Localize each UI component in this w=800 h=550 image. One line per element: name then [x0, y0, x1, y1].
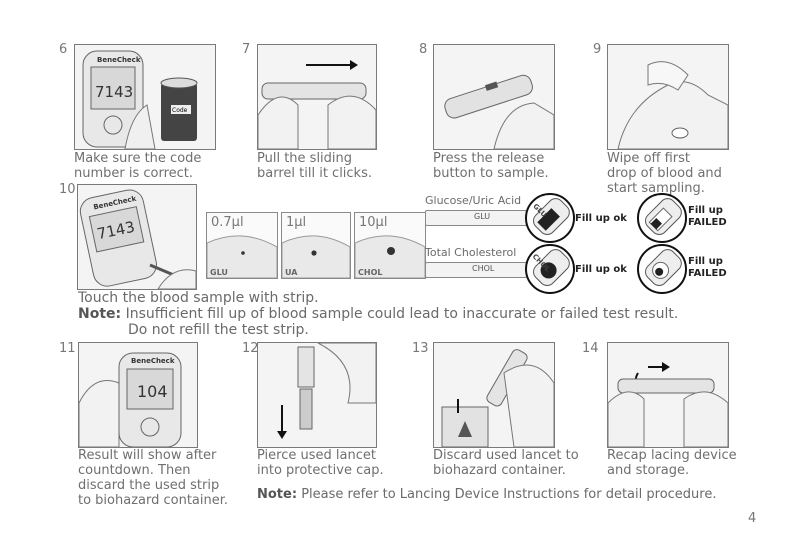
step-11-caption: Result will show after countdown. Then d…: [78, 448, 229, 508]
step-6-number: 6: [59, 42, 68, 57]
glucose-strip-code: GLU: [474, 212, 491, 221]
step-9-caption: Wipe off first drop of blood and start s…: [607, 151, 722, 196]
volume-box-ua: 1µl UA: [281, 212, 351, 279]
page-number: 4: [748, 511, 757, 526]
step-7-illustration: [257, 44, 377, 150]
fill-failed-line2: FAILED: [688, 217, 727, 228]
note-insufficient-fill: Note: Insufficient fill up of blood samp…: [78, 306, 778, 322]
step-12-caption: Pierce used lancet into protective cap.: [257, 448, 384, 478]
magnifier-chol-ok: CHOL: [525, 244, 575, 294]
step-10-number: 10: [59, 182, 76, 197]
magnifier-glu-ok: GLU: [525, 193, 575, 243]
code-vial-label: Code: [172, 107, 188, 114]
fill-failed-chol: Fill up FAILED: [688, 256, 727, 280]
step-12-illustration: [257, 342, 377, 448]
fill-ok-chol: Fill up ok: [575, 264, 627, 275]
strip-code-label: UA: [285, 268, 298, 277]
step-14-number: 14: [582, 341, 599, 356]
step-7-caption: Pull the sliding barrel till it clicks.: [257, 151, 372, 181]
meter-brand: BeneCheck: [97, 56, 141, 64]
fill-failed-line1: Fill up: [688, 205, 723, 216]
step-8-illustration: [433, 44, 555, 150]
meter-reading-11: 104: [137, 382, 168, 401]
note-line-2: Do not refill the test strip.: [128, 322, 309, 338]
meter-brand-11: BeneCheck: [131, 357, 175, 365]
glucose-strip-label: Glucose/Uric Acid: [425, 194, 522, 207]
step-14-illustration: [607, 342, 729, 448]
volume-box-chol: 10µl CHOL: [354, 212, 426, 279]
step-10-caption: Touch the blood sample with strip.: [78, 290, 319, 306]
step-13-caption: Discard used lancet to biohazard contain…: [433, 448, 579, 478]
volume-label: 0.7µl: [211, 215, 244, 230]
step-6-illustration: BeneCheck 7143 Code: [74, 44, 216, 150]
meter-reading-6: 7143: [95, 83, 133, 101]
glucose-strip: GLU: [425, 210, 527, 226]
step-8-number: 8: [419, 42, 428, 57]
magnifier-chol-failed: [637, 244, 687, 294]
chol-strip-label: Total Cholesterol: [425, 246, 517, 259]
fill-ok-glu: Fill up ok: [575, 213, 627, 224]
note-label: Note:: [257, 487, 298, 502]
step-11-illustration: BeneCheck 104: [78, 342, 198, 448]
step-6-caption: Make sure the code number is correct.: [74, 151, 202, 181]
fill-failed-line1: Fill up: [688, 256, 723, 267]
fill-failed-line2: FAILED: [688, 268, 727, 279]
fill-failed-glu: Fill up FAILED: [688, 205, 727, 229]
step-9-illustration: [607, 44, 729, 150]
step-8-caption: Press the release button to sample.: [433, 151, 549, 181]
step-7-number: 7: [242, 42, 251, 57]
chol-strip-code: CHOL: [472, 264, 495, 273]
volume-label: 10µl: [359, 215, 388, 230]
step-14-caption: Recap lacing device and storage.: [607, 448, 737, 478]
step-11-number: 11: [59, 341, 76, 356]
note-lancing-device: Note: Please refer to Lancing Device Ins…: [257, 487, 716, 502]
note-line-1: Insufficient fill up of blood sample cou…: [125, 306, 679, 322]
magnifier-glu-failed: [637, 193, 687, 243]
step-9-number: 9: [593, 42, 602, 57]
step-10-illustration: BeneCheck 7143: [77, 184, 197, 290]
step-12-number: 12: [242, 341, 259, 356]
step-13-number: 13: [412, 341, 429, 356]
note-label: Note:: [78, 306, 122, 322]
step-13-illustration: [433, 342, 555, 448]
chol-strip: CHOL: [425, 262, 527, 278]
volume-box-glu: 0.7µl GLU: [206, 212, 278, 279]
volume-label: 1µl: [286, 215, 307, 230]
note-text: Please refer to Lancing Device Instructi…: [301, 487, 717, 502]
strip-code-label: GLU: [210, 268, 228, 277]
strip-code-label: CHOL: [358, 268, 383, 277]
